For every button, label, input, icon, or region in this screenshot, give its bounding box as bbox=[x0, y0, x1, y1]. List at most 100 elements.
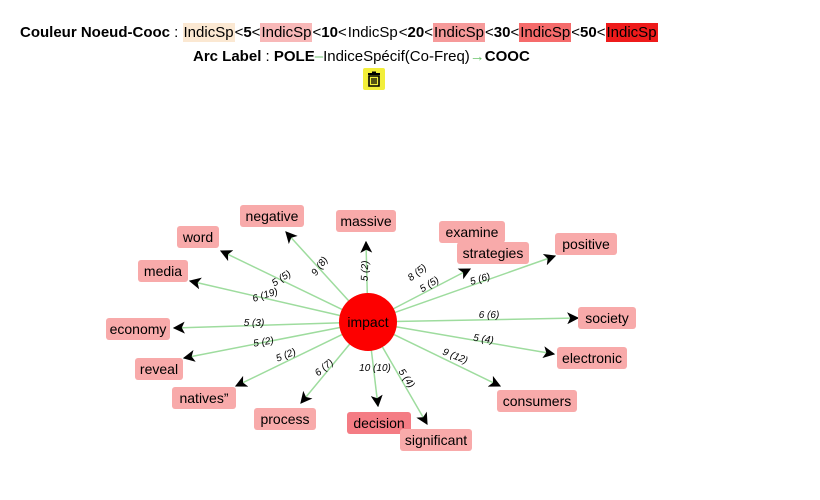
node-box-decision bbox=[347, 412, 411, 434]
node-media[interactable]: media bbox=[138, 260, 188, 282]
node-society[interactable]: society bbox=[578, 307, 636, 329]
arc-middle-label: IndiceSpécif(Co-Freq) bbox=[323, 48, 470, 65]
node-box-consumers bbox=[497, 390, 577, 412]
edge-label-decision: 10 (10) bbox=[359, 363, 391, 374]
node-label-significant: significant bbox=[405, 432, 467, 448]
edge-consumers bbox=[391, 332, 502, 387]
node-label-electronic: electronic bbox=[562, 350, 622, 366]
trash-icon[interactable] bbox=[363, 68, 385, 90]
lt-sign: < bbox=[596, 24, 606, 41]
edge-label-reveal: 5 (2) bbox=[252, 335, 274, 349]
lt-sign: < bbox=[398, 24, 408, 41]
pole-label: POLE bbox=[273, 48, 315, 65]
node-negative[interactable]: negative bbox=[240, 205, 304, 227]
node-economy[interactable]: economy bbox=[106, 318, 170, 340]
center-node-label: impact bbox=[347, 314, 388, 330]
lt-sign: < bbox=[337, 24, 347, 41]
edge-label-society: 6 (6) bbox=[479, 310, 500, 321]
node-process[interactable]: process bbox=[254, 408, 316, 430]
center-node-circle bbox=[339, 293, 397, 351]
node-electronic[interactable]: electronic bbox=[557, 347, 627, 369]
node-natives[interactable]: natives” bbox=[172, 387, 236, 409]
swatch-3: IndicSp bbox=[347, 24, 398, 41]
edge-word bbox=[219, 250, 345, 312]
node-label-economy: economy bbox=[110, 321, 167, 337]
edge-massive bbox=[360, 240, 373, 297]
node-word[interactable]: word bbox=[177, 226, 219, 248]
node-label-consumers: consumers bbox=[503, 393, 571, 409]
node-label-strategies: strategies bbox=[463, 245, 524, 261]
node-label-decision: decision bbox=[353, 415, 404, 431]
node-box-positive bbox=[555, 233, 617, 255]
edge-label-massive: 5 (2) bbox=[360, 260, 372, 281]
lt-sign: < bbox=[251, 24, 261, 41]
edge-society bbox=[393, 312, 580, 325]
edge-label-electronic: 5 (4) bbox=[472, 333, 494, 347]
edge-process bbox=[300, 341, 353, 404]
edge-label-negative: 9 (8) bbox=[309, 255, 330, 278]
lt-sign: < bbox=[510, 24, 520, 41]
arrow-glyph: → bbox=[469, 48, 485, 65]
edge-electronic bbox=[393, 325, 556, 359]
node-label-media: media bbox=[144, 263, 182, 279]
lt-sign: < bbox=[312, 24, 322, 41]
cooc-label: COOC bbox=[484, 48, 530, 65]
edges-layer bbox=[172, 231, 580, 426]
arc-label-title: Arc Label bbox=[193, 48, 262, 65]
node-box-examine bbox=[439, 221, 505, 243]
node-significant[interactable]: significant bbox=[400, 429, 472, 451]
dash-glyph: – bbox=[314, 48, 324, 65]
node-color-legend: Couleur Noeud-Cooc : IndicSp<5<IndicSp<1… bbox=[20, 23, 658, 42]
node-label-massive: massive bbox=[340, 213, 392, 229]
node-label-positive: positive bbox=[562, 236, 610, 252]
node-consumers[interactable]: consumers bbox=[497, 390, 577, 412]
node-box-word bbox=[177, 226, 219, 248]
node-label-society: society bbox=[585, 310, 629, 326]
edge-decision bbox=[370, 347, 383, 408]
node-label-process: process bbox=[260, 411, 309, 427]
node-box-reveal bbox=[135, 358, 183, 380]
swatch-1: IndicSp bbox=[182, 23, 235, 42]
node-box-significant bbox=[400, 429, 472, 451]
edge-significant bbox=[380, 344, 428, 426]
nodes-layer: negative massive word media examine strategie… bbox=[106, 205, 636, 451]
edge-strategies bbox=[390, 268, 472, 311]
trash-icon-glyph bbox=[368, 71, 380, 87]
edge-positive bbox=[392, 253, 557, 315]
node-decision[interactable]: decision bbox=[347, 412, 411, 434]
edge-label-significant: 5 (4) bbox=[396, 367, 417, 390]
edge-natives bbox=[234, 332, 345, 387]
edge-label-word: 5 (5) bbox=[270, 269, 293, 289]
threshold-2: 10 bbox=[321, 24, 338, 41]
node-box-electronic bbox=[557, 347, 627, 369]
edge-label-media: 6 (19) bbox=[251, 286, 279, 305]
node-box-media bbox=[138, 260, 188, 282]
edge-label-strategies: 5 (5) bbox=[418, 275, 441, 295]
node-examine[interactable]: examine bbox=[439, 221, 505, 243]
node-box-strategies bbox=[457, 242, 529, 264]
edge-reveal bbox=[182, 326, 343, 362]
node-reveal[interactable]: reveal bbox=[135, 358, 183, 380]
lt-sign: < bbox=[485, 24, 494, 41]
node-box-process bbox=[254, 408, 316, 430]
legend-separator: : bbox=[170, 24, 183, 41]
node-label-reveal: reveal bbox=[140, 361, 178, 377]
edge-economy bbox=[172, 321, 343, 334]
node-massive[interactable]: massive bbox=[336, 210, 396, 232]
center-node-impact[interactable]: impact bbox=[339, 293, 397, 351]
swatch-4: IndicSp bbox=[432, 23, 486, 42]
node-label-word: word bbox=[182, 229, 213, 245]
threshold-5: 50 bbox=[580, 24, 597, 41]
lt-sign: < bbox=[234, 24, 244, 41]
node-box-negative bbox=[240, 205, 304, 227]
node-positive[interactable]: positive bbox=[555, 233, 617, 255]
node-strategies[interactable]: strategies bbox=[457, 242, 529, 264]
legend-separator: : bbox=[261, 48, 274, 65]
node-box-massive bbox=[336, 210, 396, 232]
node-label-examine: examine bbox=[446, 224, 499, 240]
node-color-title: Couleur Noeud-Cooc bbox=[20, 24, 170, 41]
swatch-2: IndicSp bbox=[260, 23, 313, 42]
arc-label-legend: Arc Label : POLE–IndiceSpécif(Co-Freq)→C… bbox=[193, 48, 530, 65]
lt-sign: < bbox=[424, 24, 433, 41]
node-label-negative: negative bbox=[246, 208, 299, 224]
